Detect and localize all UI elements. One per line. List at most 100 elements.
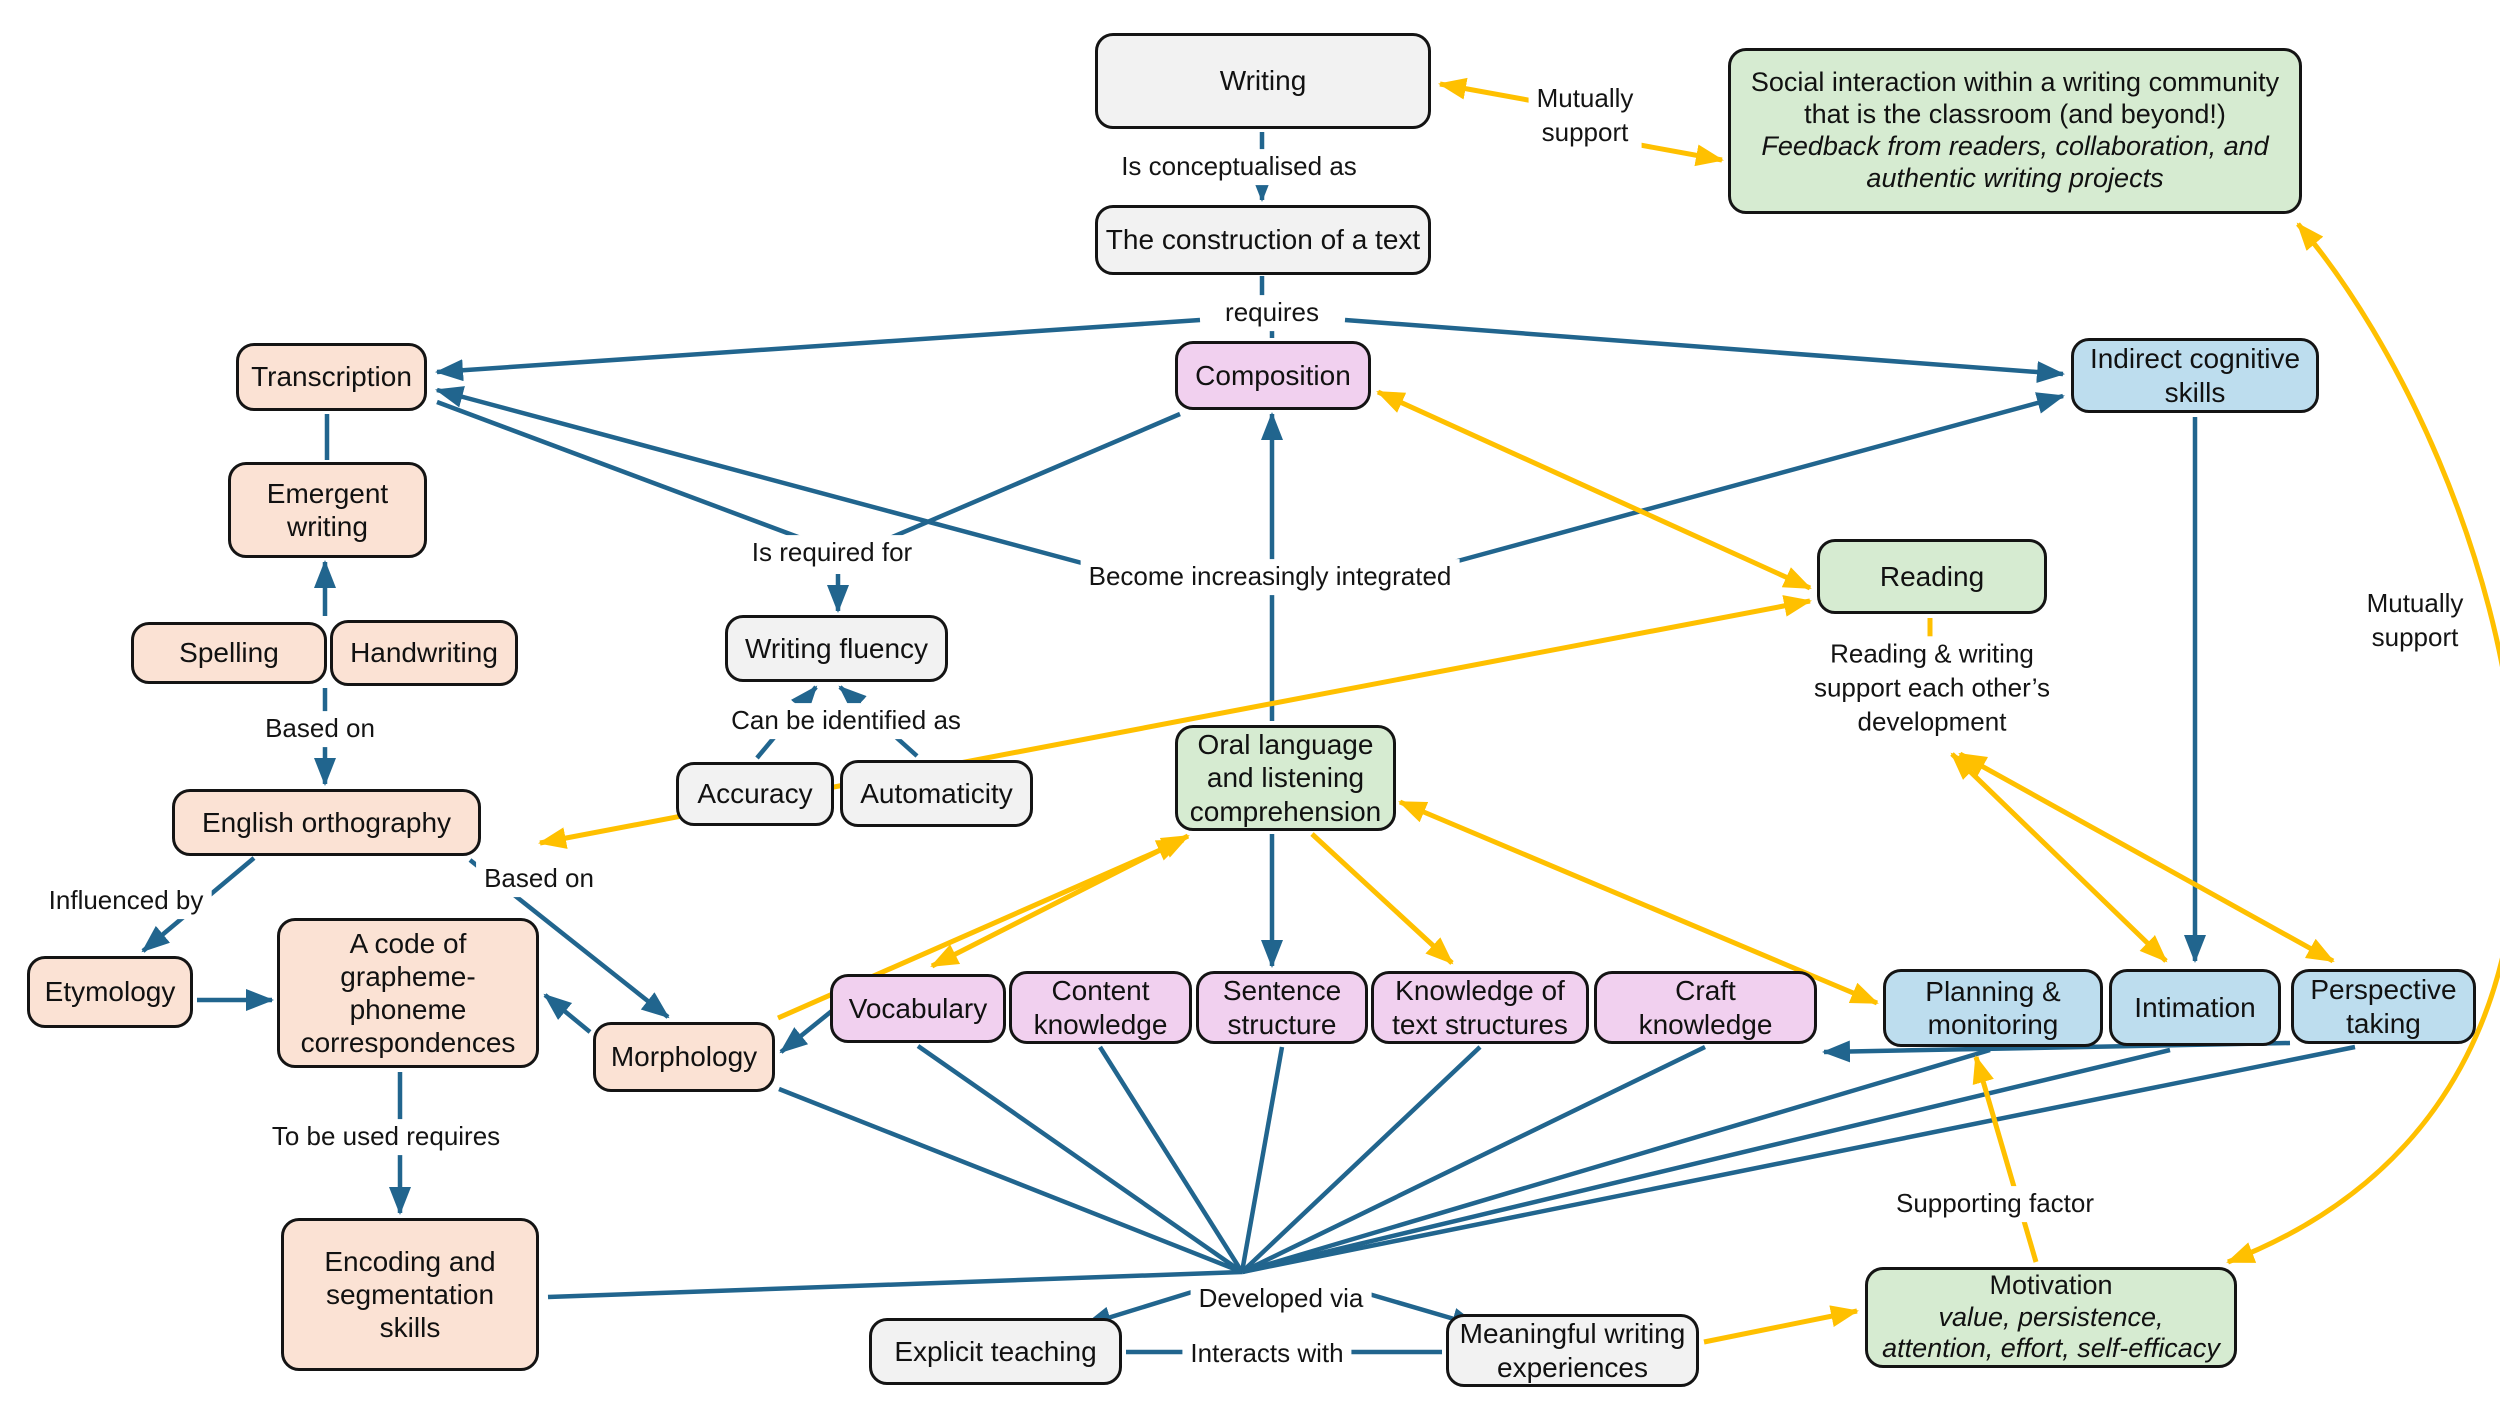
label-mutually-support-right-line: Mutually xyxy=(2366,588,2464,619)
node-gpc-code-line: correspondences xyxy=(300,1027,516,1059)
edge-fan-craft-knowledge xyxy=(1241,1044,1706,1275)
node-vocabulary-line: Vocabulary xyxy=(848,992,988,1024)
edge-transcription-to-is-required-for xyxy=(436,399,807,543)
node-gpc-code-line: grapheme- xyxy=(340,960,476,992)
label-become-increasingly-integrated: Become increasingly integrated xyxy=(1080,559,1460,595)
node-composition-line: Composition xyxy=(1195,359,1351,391)
label-mutually-support-top-line: Mutually xyxy=(1536,83,1634,114)
label-based-on-2-line: Based on xyxy=(484,863,594,894)
node-handwriting: Handwriting xyxy=(330,620,518,686)
node-planning-monitoring: Planning &monitoring xyxy=(1883,969,2103,1047)
node-indirect-cognitive-skills-line: Indirect cognitive xyxy=(2089,343,2301,375)
label-requires: requires xyxy=(1217,295,1327,331)
node-motivation-line: attention, effort, self-efficacy xyxy=(1882,1333,2220,1364)
edge-fan-text-structures xyxy=(1240,1045,1482,1274)
node-morphology: Morphology xyxy=(593,1022,775,1092)
node-writing-fluency: Writing fluency xyxy=(725,615,948,682)
node-meaningful-writing-line: Meaningful writing xyxy=(1459,1318,1686,1350)
node-craft-knowledge-line: Craft xyxy=(1675,975,1736,1007)
node-accuracy: Accuracy xyxy=(676,762,834,826)
node-social-interaction-line: Feedback from readers, collaboration, an… xyxy=(1761,131,2269,161)
node-perspective-taking-line: Perspective xyxy=(2310,974,2457,1006)
node-encoding-segmentation-line: segmentation xyxy=(325,1278,495,1310)
node-social-interaction: Social interaction within a writing comm… xyxy=(1728,48,2302,214)
edge-reading-perspective-mutual xyxy=(1958,751,2335,964)
node-content-knowledge-line: knowledge xyxy=(1033,1008,1168,1040)
node-vocabulary: Vocabulary xyxy=(830,974,1006,1043)
edge-fan-morphology xyxy=(778,1086,1243,1275)
label-influenced-by-line: Influenced by xyxy=(48,885,204,916)
node-handwriting-line: Handwriting xyxy=(350,637,498,669)
node-social-interaction-line: that is the classroom (and beyond!) xyxy=(1804,99,2226,130)
edge-fan-content-knowledge xyxy=(1098,1045,1244,1274)
node-etymology: Etymology xyxy=(27,956,193,1028)
node-composition: Composition xyxy=(1175,341,1371,410)
label-supporting-factor-line: Supporting factor xyxy=(1895,1188,2095,1219)
label-reading-writing-support-line: support each other’s xyxy=(1813,672,2051,703)
node-craft-knowledge-line: knowledge xyxy=(1638,1008,1773,1040)
label-reading-writing-support-line: Reading & writing xyxy=(1830,638,2034,669)
node-gpc-code-line: A code of xyxy=(349,927,467,959)
node-morphology-line: Morphology xyxy=(610,1041,758,1073)
edge-fan-encoding xyxy=(547,1269,1243,1300)
node-accuracy-line: Accuracy xyxy=(697,778,813,810)
label-developed-via: Developed via xyxy=(1190,1281,1372,1317)
node-explicit-teaching: Explicit teaching xyxy=(869,1318,1122,1385)
node-planning-monitoring-line: Planning & xyxy=(1925,975,2061,1007)
node-construction-of-text: The construction of a text xyxy=(1095,205,1431,275)
label-developed-via-line: Developed via xyxy=(1198,1283,1364,1314)
node-sentence-structure-line: Sentence xyxy=(1222,975,1342,1007)
node-reading: Reading xyxy=(1817,539,2047,614)
node-social-interaction-line: Social interaction within a writing comm… xyxy=(1750,67,2280,98)
node-gpc-code-line: phoneme xyxy=(349,994,467,1025)
node-reading-line: Reading xyxy=(1879,560,1985,592)
node-knowledge-text-structures-line: Knowledge of xyxy=(1395,975,1565,1007)
label-based-on-1: Based on xyxy=(257,711,383,747)
node-emergent-writing-line: Emergent xyxy=(266,477,389,509)
edge-fan-vocabulary xyxy=(916,1044,1244,1274)
node-automaticity-line: Automaticity xyxy=(860,777,1013,809)
label-to-be-used-requires-line: To be used requires xyxy=(271,1121,501,1152)
label-based-on-2: Based on xyxy=(476,861,602,897)
node-english-orthography-line: English orthography xyxy=(201,806,452,838)
label-can-be-identified-as: Can be identified as xyxy=(723,703,969,739)
label-can-be-identified-as-line: Can be identified as xyxy=(731,705,961,736)
edge-fan-planning xyxy=(1241,1047,1991,1275)
node-oral-language-line: and listening xyxy=(1206,762,1365,794)
edge-composition-to-is-required-for xyxy=(875,411,1181,547)
label-to-be-used-requires: To be used requires xyxy=(263,1119,509,1155)
label-reading-writing-support-line: development xyxy=(1857,705,2007,736)
label-become-increasingly-integrated-line: Become increasingly integrated xyxy=(1088,561,1452,592)
label-influenced-by: Influenced by xyxy=(40,883,212,919)
edge-fan-sentence-structure xyxy=(1239,1046,1285,1273)
label-supporting-factor: Supporting factor xyxy=(1887,1186,2103,1222)
edge-reading-intimation-mutual xyxy=(1950,752,2168,963)
edge-vocabulary-to-morphology xyxy=(779,1008,835,1054)
node-perspective-taking-line: taking xyxy=(2346,1007,2421,1039)
node-content-knowledge-line: Content xyxy=(1051,975,1150,1007)
node-explicit-teaching-line: Explicit teaching xyxy=(894,1335,1097,1367)
node-writing-line: Writing xyxy=(1219,65,1307,97)
node-oral-language-line: comprehension xyxy=(1189,795,1382,827)
node-spelling: Spelling xyxy=(131,622,327,684)
edge-integrated-to-transcription xyxy=(435,386,1109,573)
edge-social-motivation-mutual-curve xyxy=(2226,222,2500,1265)
node-motivation-line: Motivation xyxy=(1989,1269,2113,1300)
node-encoding-segmentation-line: Encoding and xyxy=(324,1245,496,1277)
node-sentence-structure-line: structure xyxy=(1227,1008,1337,1040)
node-indirect-cognitive-skills-line: skills xyxy=(2164,376,2226,408)
edge-fan-perspective xyxy=(1241,1044,2356,1275)
edge-motivation-to-planning-supporting xyxy=(1972,1055,2039,1263)
label-mutually-support-top-line: support xyxy=(1541,117,1629,147)
edge-requires-to-indirect-cognitive xyxy=(1344,317,2065,384)
node-writing-fluency-line: Writing fluency xyxy=(744,632,929,664)
node-etymology-line: Etymology xyxy=(44,976,176,1008)
edge-fan-intimation xyxy=(1241,1047,2171,1275)
